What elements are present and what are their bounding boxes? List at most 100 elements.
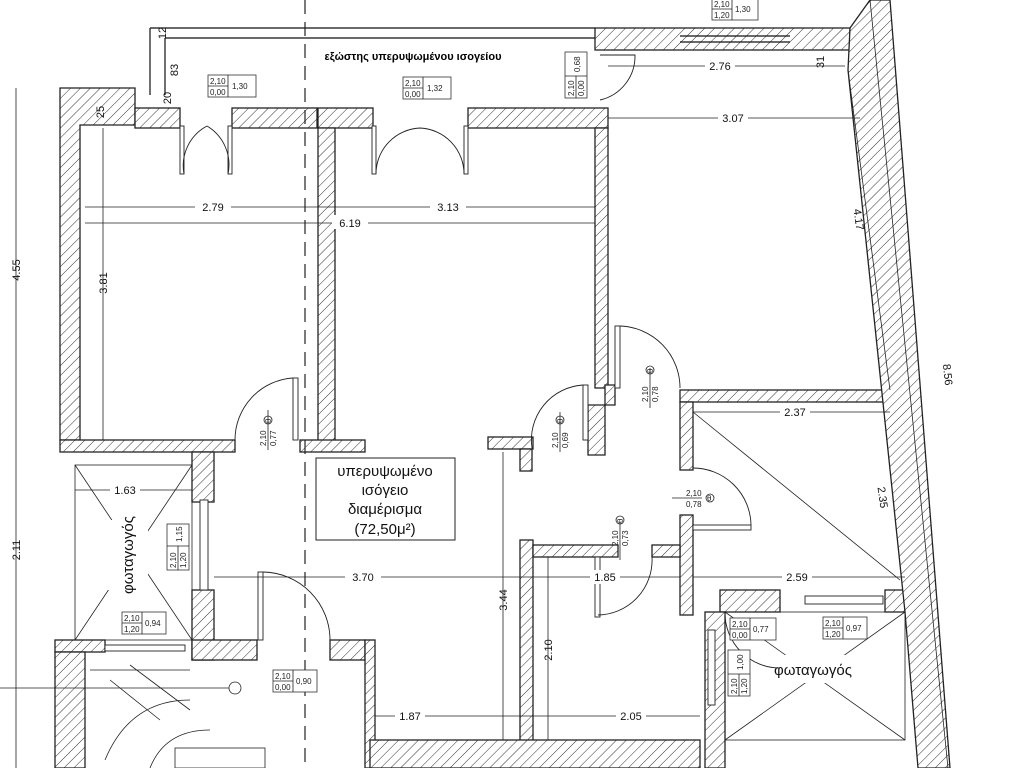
svg-text:0,00: 0,00 [210, 88, 226, 97]
dimension-lines [15, 0, 949, 768]
dim-1-87: 1.87 [399, 711, 420, 723]
balcony-outline [149, 27, 851, 95]
svg-text:0,78: 0,78 [686, 500, 702, 509]
svg-text:2,10: 2,10 [825, 619, 841, 628]
dim-2-05: 2.05 [620, 711, 641, 723]
apartment-label-line: διαμέρισμα [348, 501, 422, 518]
svg-text:0,77: 0,77 [269, 430, 278, 446]
doors [179, 54, 781, 669]
wall-top-right [594, 27, 851, 51]
svg-text:1,20: 1,20 [825, 630, 841, 639]
svg-text:1,30: 1,30 [735, 5, 751, 14]
dim-1-85: 1.85 [594, 572, 615, 584]
dimension-labels: 2.79 3.13 6.19 3.81 4.55 2.11 1.63 3.70 … [11, 27, 954, 723]
svg-text:1,20: 1,20 [740, 678, 749, 694]
staircase [0, 664, 266, 768]
svg-text:2,10: 2,10 [275, 672, 291, 681]
opening-tag: 2,100,001,32 [402, 76, 452, 100]
svg-text:0,78: 0,78 [651, 386, 660, 402]
svg-text:1,32: 1,32 [427, 84, 443, 93]
svg-text:2,10: 2,10 [567, 80, 576, 96]
svg-text:2,10: 2,10 [124, 614, 140, 623]
opening-tag: 2,101,201,30 [711, 0, 759, 21]
dim-3-70: 3.70 [352, 572, 373, 584]
svg-text:0,90: 0,90 [296, 677, 312, 686]
opening-tag: 2,10 1,20 0,94 [121, 611, 167, 635]
svg-text:2,10: 2,10 [732, 620, 748, 629]
svg-text:2,10: 2,10 [169, 552, 178, 568]
lightwell-left-label: φωταγωγός [120, 516, 137, 594]
dim-2-35: 2.35 [875, 486, 890, 509]
svg-text:θ: θ [616, 518, 625, 523]
opening-tag: 1,15 2,10 1,20 [166, 523, 190, 571]
dim-3-07: 3.07 [722, 113, 743, 125]
dim-2-10: 2.10 [543, 639, 555, 660]
dim-2-79: 2.79 [202, 202, 223, 214]
svg-text:2,10: 2,10 [405, 79, 421, 88]
walls [54, 0, 951, 768]
dim-20: 20 [162, 92, 174, 104]
lightwell-left: φωταγωγός [74, 464, 209, 652]
svg-text:0,77: 0,77 [753, 625, 769, 634]
dim-3-81: 3.81 [98, 272, 110, 293]
dim-1-63: 1.63 [114, 485, 135, 497]
apartment-label-line: υπερυψωμένο [337, 463, 433, 480]
svg-text:2,10: 2,10 [551, 432, 560, 448]
door-tag: 2,10 0,69 θ [551, 412, 570, 452]
svg-text:1,15: 1,15 [175, 526, 184, 542]
opening-tag: 1,00 2,10 1,20 [727, 649, 751, 697]
apartment-label-line: (72,50μ²) [354, 521, 415, 538]
svg-text:0,00: 0,00 [577, 80, 586, 96]
opening-tag: 2,10 0,00 1,30 [207, 74, 257, 98]
svg-text:2,10: 2,10 [259, 430, 268, 446]
svg-text:2,10: 2,10 [730, 678, 739, 694]
dim-3-13: 3.13 [437, 202, 458, 214]
dim-83: 83 [169, 64, 181, 76]
svg-text:θ: θ [556, 418, 565, 423]
lightwell-right-label: φωταγωγός [774, 662, 852, 679]
svg-text:2,10: 2,10 [714, 0, 730, 9]
door-tag: 2,10 0,78 θ [672, 489, 715, 509]
door-tag: 2,10 0,77 θ [259, 410, 278, 450]
svg-text:2,10: 2,10 [210, 77, 226, 86]
window-lightwell-right [804, 595, 884, 605]
opening-tag: 2,10 0,00 0,77 [729, 617, 777, 641]
door-tag: 2,10 0,73 θ [611, 515, 630, 560]
door-tag: 2,10 0,78 θ [641, 365, 660, 408]
dim-8-56: 8.56 [940, 363, 954, 386]
svg-text:θ: θ [646, 368, 655, 373]
apartment-label: υπερυψωμένο ισόγειο διαμέρισμα (72,50μ²) [315, 457, 456, 541]
svg-text:2,10: 2,10 [686, 489, 702, 498]
dim-4-55: 4.55 [11, 259, 23, 280]
opening-tag: 2,10 1,20 0,97 [822, 616, 868, 640]
svg-text:1,20: 1,20 [124, 625, 140, 634]
svg-text:2,10: 2,10 [611, 530, 620, 546]
svg-text:0,97: 0,97 [846, 624, 862, 633]
window-lightwell-left [199, 499, 209, 591]
dim-4-17: 4.17 [851, 208, 866, 231]
svg-text:0,94: 0,94 [145, 619, 161, 628]
dim-2-76: 2.76 [709, 61, 730, 73]
dim-25: 25 [95, 106, 107, 118]
svg-text:0,73: 0,73 [621, 530, 630, 546]
svg-text:θ: θ [707, 494, 712, 503]
dim-31: 31 [815, 56, 827, 68]
balcony-label: εξώστης υπερυψωμένου ισογείου [325, 51, 502, 63]
dim-2-37: 2.37 [784, 407, 805, 419]
svg-text:1,00: 1,00 [736, 654, 745, 670]
svg-text:2,10: 2,10 [641, 386, 650, 402]
svg-text:θ: θ [264, 418, 273, 423]
svg-text:0,00: 0,00 [732, 631, 748, 640]
window-lightwell-bottom [104, 644, 186, 652]
dim-6-19: 6.19 [339, 218, 360, 230]
dim-2-59: 2.59 [786, 572, 807, 584]
opening-tag: 0,68 2,10 0,00 [564, 51, 588, 99]
dim-2-11: 2.11 [11, 540, 23, 561]
svg-text:1,20: 1,20 [179, 552, 188, 568]
opening-tag: 2,100,000,90 [272, 669, 318, 693]
svg-text:0,69: 0,69 [561, 432, 570, 448]
svg-text:0,68: 0,68 [573, 56, 582, 72]
dim-12: 12 [157, 27, 169, 39]
svg-text:1,30: 1,30 [232, 82, 248, 91]
